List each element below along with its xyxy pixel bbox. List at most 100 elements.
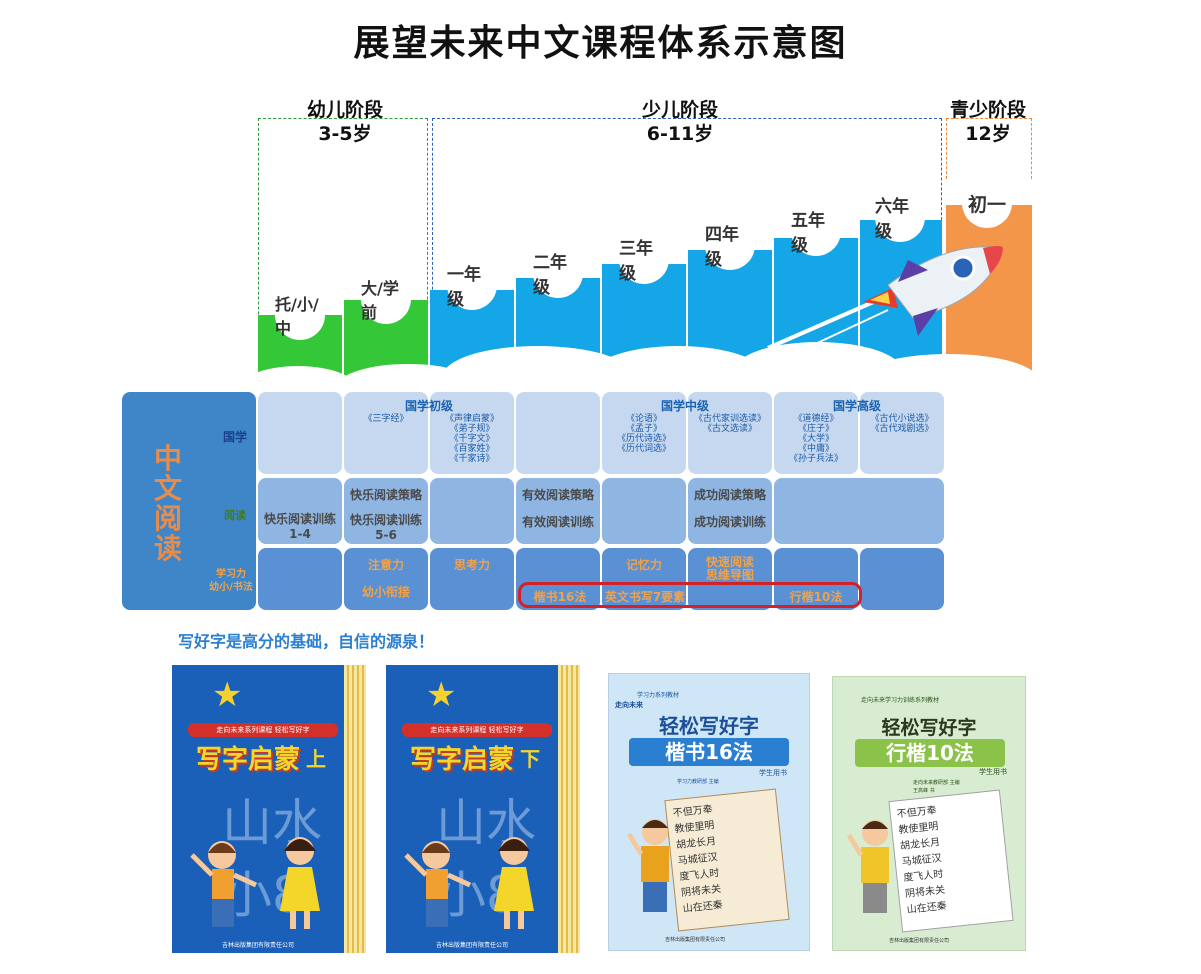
book-cover-2: ★ 走向未来系列课程 轻松写好字 写字启蒙 下 山水小8 吉林出版集团有限责任公… — [386, 665, 580, 953]
xuexili-cell-7 — [774, 548, 858, 610]
xuexili-cell-1 — [258, 548, 342, 610]
book-series: 走向未来系列课程 轻松写好字 — [188, 723, 338, 737]
cloud-decoration — [258, 342, 1032, 390]
xuexili-text: 记忆力 — [625, 558, 662, 572]
bracket-teen — [946, 118, 1032, 179]
grade-label-5: 三年级 — [619, 234, 669, 284]
guoxue-books: 《三字经》 — [363, 414, 409, 424]
book-publisher: 吉林出版集团有限责任公司 — [436, 942, 509, 949]
guoxue-books: 《声律启蒙》 《弟子规》 《千字文》 《百家姓》 《千家诗》 — [444, 414, 499, 464]
xuexili-cell-3: 思考力 — [430, 548, 514, 610]
grade-label-3: 一年级 — [447, 260, 497, 310]
calligraphy-kaishu: 楷书16法 — [533, 590, 587, 604]
reading-text: 快乐阅读训练 1-4 — [263, 512, 336, 541]
left-panel: 中文阅读 国学 阅读 学习力 幼小/书法 — [122, 392, 256, 610]
book-title: 写字启蒙 — [409, 745, 514, 775]
calligraphy-paper: 不但万奉教使里明胡龙长月马城征汉度飞人时阴将未关山在还秦 — [888, 789, 1014, 933]
book-series: 学习力系列教材 — [637, 692, 680, 699]
book-editor: 学习力教研部 主编 — [677, 779, 719, 785]
boy-illustration — [626, 819, 669, 912]
book-series: 走向未来学习力训练系列教材 — [861, 697, 940, 704]
xuexili-text: 快速阅读 思维导图 — [705, 556, 754, 582]
guoxue-cell-4 — [516, 392, 600, 474]
book-author: 王高峰 书 — [913, 788, 935, 794]
row-label-reading: 阅读 — [224, 509, 246, 522]
children-illustration — [404, 837, 534, 929]
book-title: 轻松写好字 — [881, 717, 977, 739]
xuexili-text: 注意力 — [367, 558, 404, 572]
book-tag: 学生用书 — [979, 768, 1007, 776]
slogan: 写好字是高分的基础，自信的源泉！ — [178, 632, 435, 651]
reading-cell-4: 有效阅读策略 有效阅读训练 — [516, 478, 600, 544]
star-icon: ★ — [212, 675, 243, 715]
book-brand: 走向未来 — [615, 701, 643, 709]
guoxue-books: 《论语》 《孟子》 《历代诗选》 《历代词选》 — [616, 414, 671, 454]
row-label-xuexili: 学习力 幼小/书法 — [209, 569, 253, 593]
grade-label-8: 六年级 — [875, 192, 925, 242]
guoxue-cell-1 — [258, 392, 342, 474]
grade-label-4: 二年级 — [533, 248, 583, 298]
stage-age: 12岁 — [965, 123, 1011, 145]
calligraphy-sample: 不但万奉教使里明胡龙长月马城征汉度飞人时阴将未关山在还秦 — [896, 805, 948, 916]
stage-label-teen: 青少阶段 12岁 — [938, 98, 1038, 146]
grade-label-1: 托/小/中 — [275, 290, 325, 340]
book-cover-3: 学习力系列教材 走向未来 轻松写好字 楷书16法 学生用书 学习力教研部 主编 … — [608, 673, 810, 951]
page-title: 展望未来中文课程体系示意图 — [353, 23, 848, 64]
book-publisher: 吉林出版集团有限责任公司 — [665, 937, 726, 943]
guoxue-cell-3: 《声律启蒙》 《弟子规》 《千字文》 《百家姓》 《千家诗》 — [430, 392, 514, 474]
stage-label-child: 少儿阶段 6-11岁 — [620, 98, 740, 146]
row-label-guoxue: 国学 — [222, 430, 247, 444]
grade-label-9: 初一 — [962, 178, 1012, 228]
xuexili-text: 幼小衔接 — [361, 585, 410, 599]
xuexili-cell-8 — [860, 548, 944, 610]
book-cover-1: ★ 走向未来系列课程 轻松写好字 写字启蒙 上 山水小8 吉林出版集团有限责任公… — [172, 665, 366, 953]
reading-text: 快乐阅读策略 — [349, 488, 422, 502]
calligraphy-xingkai: 行楷10法 — [789, 590, 843, 604]
book-volume: 上 — [306, 747, 326, 771]
stage-name: 青少阶段 — [949, 99, 1026, 121]
book-title: 轻松写好字 — [659, 714, 759, 738]
reading-cell-2: 快乐阅读策略 快乐阅读训练 5-6 — [344, 478, 428, 544]
guoxue-books: 《古代家训选读》 《古文选读》 — [693, 414, 766, 434]
grade-label-7: 五年级 — [791, 206, 841, 256]
book-tag: 学生用书 — [759, 769, 787, 777]
bracket-preschool — [258, 118, 428, 364]
stage-name: 少儿阶段 — [641, 99, 718, 121]
guoxue-level-2: 国学中级 — [660, 399, 709, 413]
guoxue-cell-7: 《道德经》 《庄子》 《大学》 《中庸》 《孙子兵法》 — [774, 392, 858, 474]
star-icon: ★ — [426, 675, 457, 715]
reading-cell-6: 成功阅读策略 成功阅读训练 — [688, 478, 772, 544]
guoxue-cell-5: 《论语》 《孟子》 《历代诗选》 《历代词选》 — [602, 392, 686, 474]
book-publisher: 吉林出版集团有限责任公司 — [889, 938, 950, 944]
reading-cell-7 — [774, 478, 944, 544]
reading-text: 快乐阅读训练 5-6 — [349, 513, 422, 542]
calligraphy-highlight — [518, 582, 862, 608]
book-title: 写字启蒙 — [195, 745, 300, 775]
reading-text: 成功阅读策略 — [693, 488, 766, 502]
guoxue-books: 《古代小说选》 《古代戏剧选》 — [870, 414, 934, 434]
reading-text: 有效阅读训练 — [521, 515, 594, 529]
book-publisher: 吉林出版集团有限责任公司 — [222, 942, 295, 949]
reading-text: 成功阅读训练 — [693, 515, 766, 529]
left-panel-title: 中文阅读 — [153, 442, 182, 565]
guoxue-cell-6: 《古代家训选读》 《古文选读》 — [688, 392, 772, 474]
book-series: 走向未来系列课程 轻松写好字 — [402, 723, 552, 737]
stage-age: 3-5岁 — [318, 123, 372, 145]
xuexili-cell-4 — [516, 548, 600, 610]
stage-age: 6-11岁 — [646, 123, 714, 145]
grade-staircase: 托/小/中 大/学前 一年级 二年级 三年级 四年级 五年级 六年级 初一 — [258, 150, 1032, 390]
boy-illustration — [846, 820, 889, 913]
grade-label-6: 四年级 — [705, 220, 755, 270]
xuexili-cell-6: 快速阅读 思维导图 — [688, 548, 772, 610]
reading-cell-1: 快乐阅读训练 1-4 — [258, 478, 342, 544]
guoxue-books: 《道德经》 《庄子》 《大学》 《中庸》 《孙子兵法》 — [788, 414, 843, 464]
guoxue-level-3: 国学高级 — [832, 399, 881, 413]
reading-cell-5 — [602, 478, 686, 544]
rocket-icon — [767, 246, 1004, 353]
book-pages — [558, 665, 580, 953]
book-cover-4: 走向未来学习力训练系列教材 轻松写好字 行楷10法 学生用书 走向未来教研部 主… — [832, 676, 1026, 951]
book-subtitle: 行楷10法 — [855, 739, 1005, 767]
grade-label-2: 大/学前 — [361, 274, 411, 324]
guoxue-cell-8: 《古代小说选》 《古代戏剧选》 — [860, 392, 944, 474]
book-pages — [344, 665, 366, 953]
